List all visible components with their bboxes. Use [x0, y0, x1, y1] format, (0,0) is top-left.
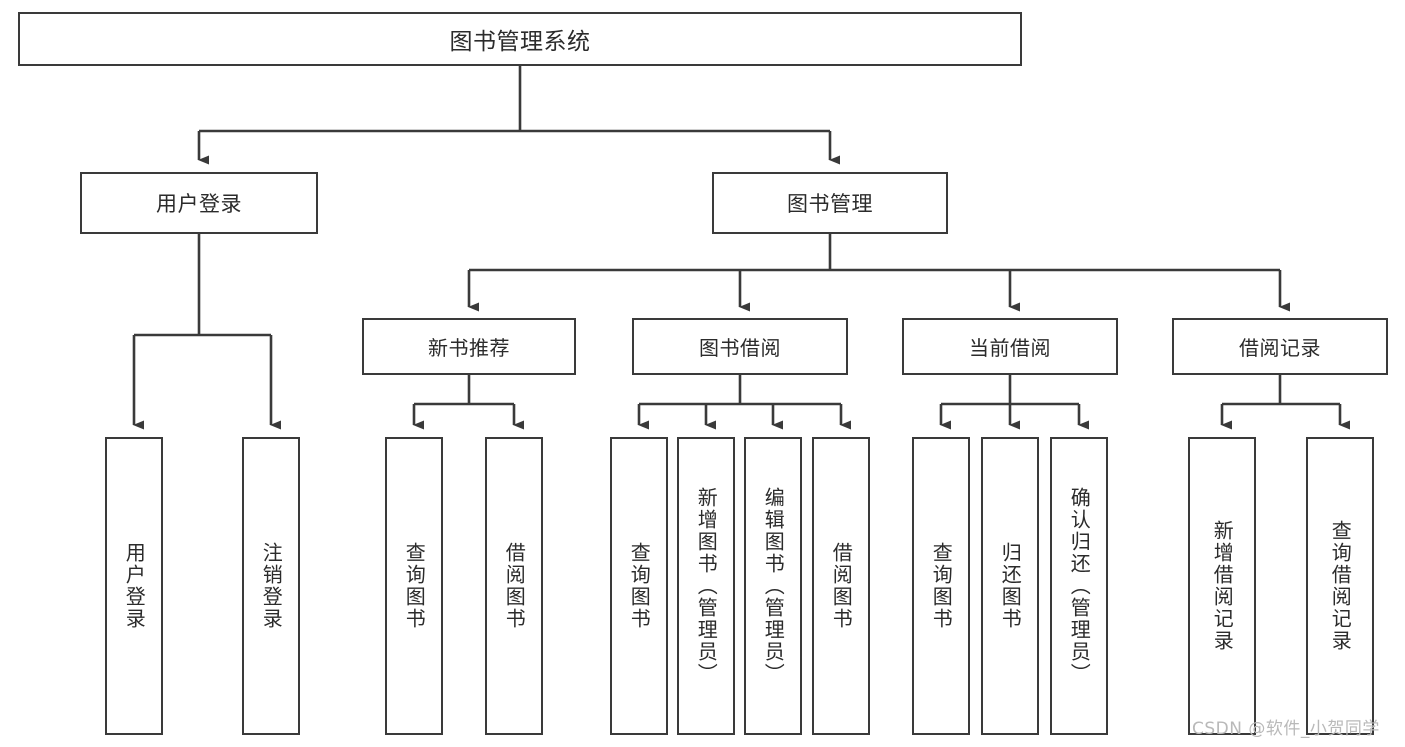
node-current-borrow-label: 当前借阅	[969, 336, 1051, 360]
leaf-logout[interactable]: 注销登录	[242, 437, 300, 735]
leaf-current-return-book[interactable]: 归还图书	[981, 437, 1039, 735]
leaf-current-query-book-label: 查询图书	[929, 542, 954, 630]
leaf-record-query-label: 查询借阅记录	[1328, 520, 1353, 652]
leaf-logout-label: 注销登录	[259, 542, 284, 630]
node-new-book-recommend[interactable]: 新书推荐	[362, 318, 576, 375]
leaf-borrow-borrow-book-label: 借阅图书	[829, 542, 854, 630]
leaf-user-login-label: 用户登录	[122, 542, 147, 630]
node-root-label: 图书管理系统	[449, 29, 591, 55]
node-book-manage[interactable]: 图书管理	[712, 172, 948, 234]
node-borrow-record[interactable]: 借阅记录	[1172, 318, 1388, 375]
leaf-recommend-query-book-label: 查询图书	[402, 542, 427, 630]
leaf-borrow-borrow-book[interactable]: 借阅图书	[812, 437, 870, 735]
leaf-record-query[interactable]: 查询借阅记录	[1306, 437, 1374, 735]
leaf-current-query-book[interactable]: 查询图书	[912, 437, 970, 735]
csdn-watermark: CSDN @软件_小贺同学	[1192, 719, 1380, 739]
leaf-borrow-add-book-label: 新增图书（管理员）	[694, 487, 719, 685]
node-user-login[interactable]: 用户登录	[80, 172, 318, 234]
node-current-borrow[interactable]: 当前借阅	[902, 318, 1118, 375]
node-new-book-recommend-label: 新书推荐	[428, 336, 510, 360]
leaf-recommend-borrow-book-label: 借阅图书	[502, 542, 527, 630]
leaf-current-confirm-return-label: 确认归还（管理员）	[1067, 487, 1092, 685]
leaf-recommend-query-book[interactable]: 查询图书	[385, 437, 443, 735]
leaf-borrow-query-book-label: 查询图书	[627, 542, 652, 630]
node-borrow-record-label: 借阅记录	[1239, 336, 1321, 360]
leaf-current-confirm-return[interactable]: 确认归还（管理员）	[1050, 437, 1108, 735]
leaf-user-login[interactable]: 用户登录	[105, 437, 163, 735]
leaf-borrow-edit-book[interactable]: 编辑图书（管理员）	[744, 437, 802, 735]
leaf-current-return-book-label: 归还图书	[998, 542, 1023, 630]
node-root[interactable]: 图书管理系统	[18, 12, 1022, 66]
leaf-record-add-label: 新增借阅记录	[1210, 520, 1235, 652]
leaf-borrow-query-book[interactable]: 查询图书	[610, 437, 668, 735]
node-book-borrow-label: 图书借阅	[699, 336, 781, 360]
node-book-manage-label: 图书管理	[787, 192, 873, 216]
node-user-login-label: 用户登录	[156, 192, 242, 216]
leaf-borrow-add-book[interactable]: 新增图书（管理员）	[677, 437, 735, 735]
leaf-borrow-edit-book-label: 编辑图书（管理员）	[761, 487, 786, 685]
leaf-recommend-borrow-book[interactable]: 借阅图书	[485, 437, 543, 735]
leaf-record-add[interactable]: 新增借阅记录	[1188, 437, 1256, 735]
node-book-borrow[interactable]: 图书借阅	[632, 318, 848, 375]
